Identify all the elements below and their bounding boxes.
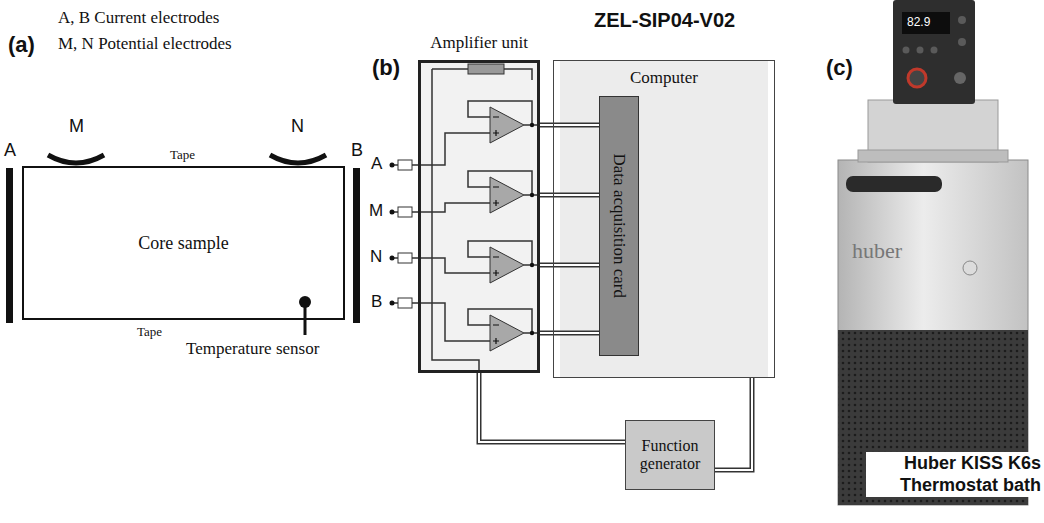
channel-wire [412, 171, 540, 212]
cable-inner [540, 332, 599, 334]
cable-inner [540, 124, 599, 126]
resistor-symbol [468, 64, 504, 74]
opamp-symbol [490, 107, 524, 143]
coax-cable [540, 265, 599, 266]
computer-box: Data acquisition card Computer [553, 60, 775, 378]
coax-connector [398, 253, 412, 263]
box-label: Data acquisition card [609, 154, 629, 298]
coax-cable [479, 373, 625, 442]
daq-card: Data acquisition card [599, 96, 639, 356]
panel-label: (b) [372, 55, 400, 81]
control-dial [908, 69, 926, 87]
display [902, 12, 950, 34]
amplifier-fill [418, 60, 540, 373]
text-label: Tape [137, 324, 162, 340]
text-label: huber [852, 238, 902, 264]
panel-label: (c) [826, 55, 853, 81]
button [954, 72, 966, 84]
panel-label: Huber KISS K6s Thermostat bath [866, 452, 1044, 497]
coax-cable [540, 195, 599, 196]
current-electrode [353, 168, 360, 323]
coax-cable [540, 333, 599, 334]
input-wire [392, 165, 398, 303]
box-label: Core sample [138, 233, 228, 254]
button [903, 47, 910, 54]
text-label: M [369, 201, 383, 221]
handle [846, 176, 942, 192]
text-label: M [69, 116, 84, 138]
panel-label: ZEL-SIP04-V02 [594, 8, 735, 32]
text-label: Tape [170, 147, 195, 163]
computer-fill [560, 60, 768, 378]
cable-inner [540, 264, 599, 266]
text-label: Temperature sensor [186, 339, 319, 359]
control-head [893, 0, 975, 104]
cable-outer [540, 331, 599, 336]
bus-wire [432, 69, 532, 373]
cable-outer [715, 378, 752, 470]
coax-connector [398, 207, 412, 217]
coax-connector [398, 160, 412, 170]
coax-connector [398, 298, 412, 308]
panel-label: (a) [8, 32, 35, 58]
cable-outer [540, 123, 599, 128]
button [958, 16, 966, 24]
channel-wire [412, 241, 540, 273]
text-label: A [371, 154, 382, 174]
opamp-symbol [490, 247, 524, 283]
junction-dot [530, 123, 534, 127]
junction-dot [530, 193, 534, 197]
core-sample-box: Core sample [22, 166, 345, 320]
text-label: A [4, 140, 16, 162]
temperature-sensor [299, 296, 311, 308]
button [931, 47, 938, 54]
cable-inner [715, 378, 752, 470]
knob [963, 261, 977, 275]
text-label: 82.9 [907, 15, 930, 29]
channel-wire [412, 101, 540, 165]
opamp-sign [493, 117, 499, 344]
text-label: B [371, 292, 382, 312]
opamp-symbol [490, 315, 524, 351]
current-electrode [6, 168, 13, 323]
opamp-symbol [490, 177, 524, 213]
junction-dot [530, 263, 534, 267]
text-label: B [351, 140, 363, 162]
text-label: M, N Potential electrodes [58, 34, 232, 54]
text-label: A, B Current electrodes [58, 8, 219, 28]
amplifier-box: Amplifier unit [418, 60, 540, 373]
box-label: Function generator [626, 437, 714, 474]
button [958, 38, 966, 46]
text-label: N [370, 247, 382, 267]
potential-electrode [270, 155, 326, 163]
terminal-dot [390, 163, 395, 168]
function-generator-box: Function generator [625, 420, 715, 490]
box-heading: Amplifier unit [421, 33, 537, 53]
terminal-dot [390, 301, 395, 306]
junction-dot [530, 331, 534, 335]
cable-outer [540, 193, 599, 198]
button [917, 47, 924, 54]
potential-electrode [48, 155, 104, 163]
cable-inner [540, 194, 599, 196]
cable-inner [479, 373, 625, 442]
terminal-dot [390, 210, 395, 215]
coax-cable [540, 125, 599, 126]
terminal-dot [390, 256, 395, 261]
text-label: N [291, 116, 304, 138]
coax-cable [715, 378, 752, 470]
cable-outer [540, 263, 599, 268]
box-label: Computer [554, 68, 774, 88]
thermostat-rim [858, 150, 1008, 162]
channel-wire [412, 303, 540, 341]
cable-outer [479, 373, 625, 442]
